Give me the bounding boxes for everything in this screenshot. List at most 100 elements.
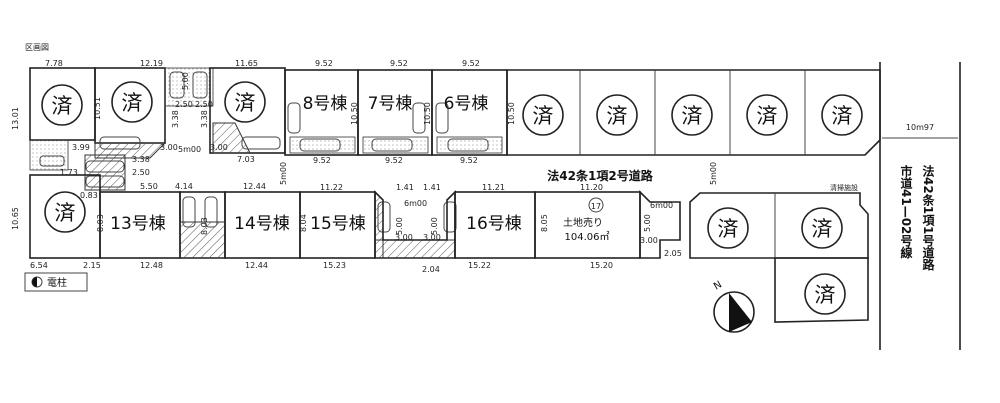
- svg-text:12.44: 12.44: [243, 182, 266, 191]
- legend-label: 電柱: [47, 276, 67, 289]
- sold-lot-mark: 済: [596, 94, 638, 136]
- svg-text:11.22: 11.22: [320, 183, 343, 192]
- private-road-label: 法42条1項2号道路: [547, 168, 653, 183]
- house-15-label: 15号棟: [310, 214, 366, 234]
- sold-lot-mark: 済: [111, 81, 153, 123]
- svg-text:8.03: 8.03: [200, 217, 209, 235]
- svg-text:10.50: 10.50: [350, 102, 359, 125]
- cleaning-facility-label: 清掃施設: [830, 183, 858, 192]
- house-7-label: 7号棟: [368, 94, 413, 114]
- svg-text:12.19: 12.19: [140, 59, 163, 68]
- svg-text:0.83: 0.83: [80, 191, 98, 200]
- svg-text:土地売り: 土地売り: [563, 216, 603, 229]
- svg-text:3.00: 3.00: [423, 233, 441, 242]
- svg-text:1.73: 1.73: [60, 168, 78, 177]
- svg-text:9.52: 9.52: [385, 156, 403, 165]
- svg-text:3.00: 3.00: [210, 143, 228, 152]
- svg-text:104.06㎡: 104.06㎡: [565, 231, 610, 243]
- svg-text:1.41: 1.41: [423, 183, 441, 192]
- svg-text:12.44: 12.44: [245, 261, 268, 270]
- legend: 電柱: [24, 272, 88, 292]
- svg-text:2.05: 2.05: [664, 249, 682, 258]
- sold-lot-mark: 済: [522, 94, 564, 136]
- svg-text:10.50: 10.50: [507, 102, 516, 125]
- svg-text:済: 済: [52, 94, 73, 118]
- svg-text:5.00: 5.00: [430, 217, 439, 235]
- svg-text:11.21: 11.21: [482, 183, 505, 192]
- svg-text:済: 済: [55, 201, 76, 225]
- svg-text:8.05: 8.05: [540, 214, 549, 232]
- sold-lot-mark: 済: [746, 94, 788, 136]
- svg-text:5.50: 5.50: [140, 182, 158, 191]
- svg-text:済: 済: [832, 104, 853, 128]
- sold-lot-mark: 済: [804, 273, 846, 315]
- svg-text:7.78: 7.78: [45, 59, 63, 68]
- svg-text:9.52: 9.52: [313, 156, 331, 165]
- north-compass-icon: N: [712, 279, 755, 333]
- svg-text:5m00: 5m00: [178, 145, 201, 154]
- svg-text:2.50: 2.50: [175, 100, 193, 109]
- sold-lot-mark: 済: [224, 81, 266, 123]
- svg-text:済: 済: [607, 104, 628, 128]
- sold-lot-mark: 済: [707, 207, 749, 249]
- svg-text:N: N: [712, 279, 724, 292]
- svg-text:4.14: 4.14: [175, 182, 193, 191]
- svg-text:済: 済: [812, 217, 833, 241]
- svg-text:11.65: 11.65: [235, 59, 258, 68]
- svg-text:2.04: 2.04: [422, 265, 440, 274]
- sold-lot-mark: 済: [41, 84, 83, 126]
- svg-text:3.38: 3.38: [200, 110, 209, 128]
- svg-text:9.52: 9.52: [315, 59, 333, 68]
- sold-lot-mark: 済: [44, 191, 86, 233]
- sold-lot-mark: 済: [801, 207, 843, 249]
- svg-text:17: 17: [591, 202, 601, 211]
- sold-lot-mark: 済: [671, 94, 713, 136]
- svg-text:5.00: 5.00: [395, 217, 404, 235]
- svg-text:11.20: 11.20: [580, 183, 603, 192]
- sold-lot-mark: 済: [821, 94, 863, 136]
- house-14-label: 14号棟: [234, 214, 290, 234]
- svg-text:1.41: 1.41: [396, 183, 414, 192]
- svg-text:12.48: 12.48: [140, 261, 163, 270]
- svg-text:6.54: 6.54: [30, 261, 48, 270]
- svg-text:6m00: 6m00: [650, 201, 673, 210]
- svg-text:5m00: 5m00: [279, 162, 288, 185]
- svg-text:10.50: 10.50: [423, 102, 432, 125]
- city-road-label-b: 市道41—02号線: [899, 164, 913, 259]
- plan-title: 区画図: [25, 43, 49, 52]
- svg-text:9.52: 9.52: [462, 59, 480, 68]
- svg-text:15.23: 15.23: [323, 261, 346, 270]
- svg-text:2.50: 2.50: [132, 168, 150, 177]
- svg-text:3.38: 3.38: [132, 155, 150, 164]
- svg-text:3.38: 3.38: [171, 110, 180, 128]
- svg-text:13.01: 13.01: [11, 107, 20, 130]
- road-width: 10m97: [906, 123, 934, 132]
- svg-text:5m00: 5m00: [709, 162, 718, 185]
- svg-text:5.00: 5.00: [643, 214, 652, 232]
- lot-17[interactable]: 17 土地売り 104.06㎡: [563, 197, 610, 243]
- svg-text:3.00: 3.00: [640, 236, 658, 245]
- svg-text:済: 済: [235, 91, 256, 115]
- svg-text:済: 済: [682, 104, 703, 128]
- svg-text:3.00: 3.00: [395, 233, 413, 242]
- svg-text:7.03: 7.03: [237, 155, 255, 164]
- svg-text:15.20: 15.20: [590, 261, 613, 270]
- svg-text:済: 済: [718, 217, 739, 241]
- house-6-label: 6号棟: [444, 94, 489, 114]
- svg-text:済: 済: [122, 91, 143, 115]
- svg-text:6m00: 6m00: [404, 199, 427, 208]
- svg-text:5.00: 5.00: [181, 72, 190, 90]
- svg-text:9.52: 9.52: [460, 156, 478, 165]
- svg-text:済: 済: [533, 104, 554, 128]
- sold-marks: 済 済 済 済 済 済 済 済 済 済 済 済: [41, 81, 863, 315]
- svg-text:2.50: 2.50: [195, 100, 213, 109]
- svg-text:15.22: 15.22: [468, 261, 491, 270]
- bottom-row-lots: [29, 62, 961, 350]
- house-8-label: 8号棟: [303, 94, 348, 114]
- svg-text:済: 済: [815, 283, 836, 307]
- svg-text:8.03: 8.03: [96, 214, 105, 232]
- city-road-label-a: 法42条1項1号道路: [921, 164, 935, 271]
- svg-text:3.00: 3.00: [160, 143, 178, 152]
